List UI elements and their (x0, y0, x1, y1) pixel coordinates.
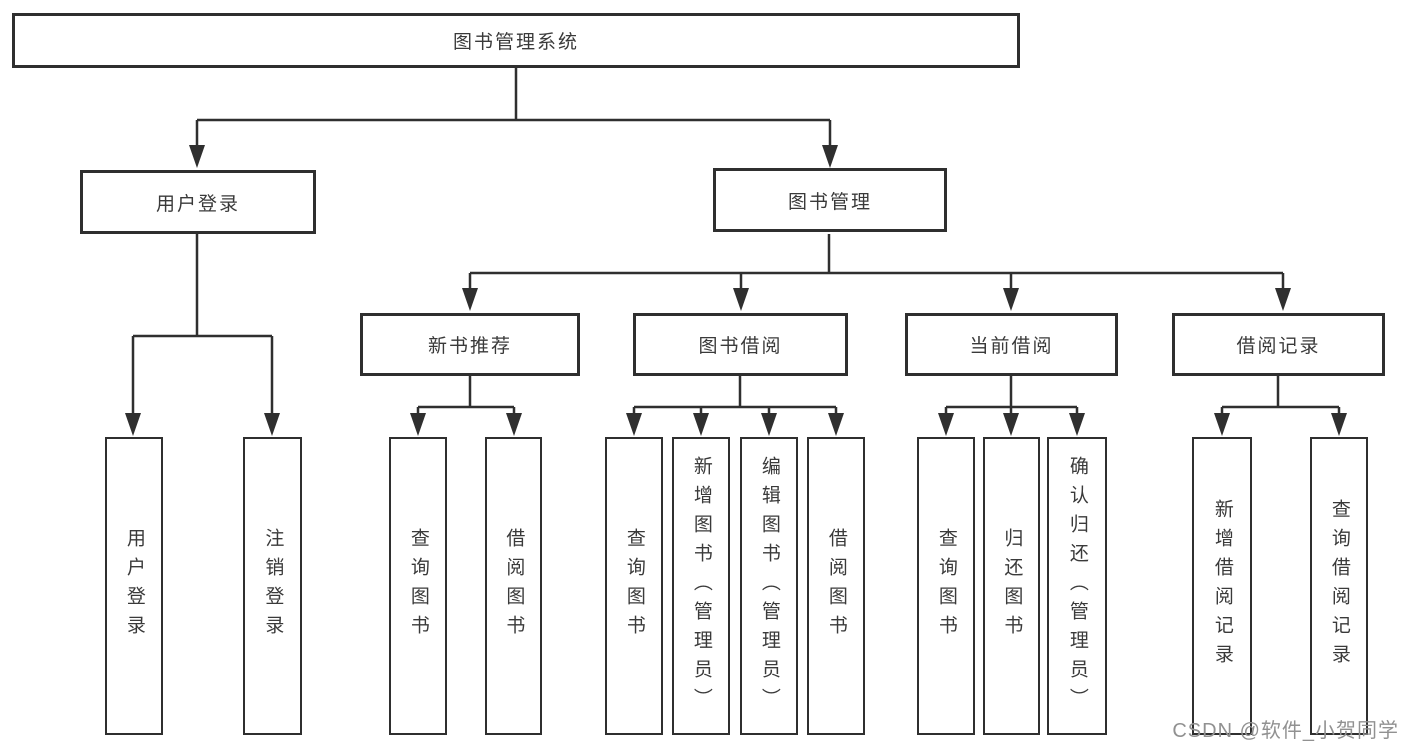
leaf-records-query-record: 查询借阅记录 (1310, 437, 1368, 735)
leaf-label: 编辑图书（管理员） (758, 455, 780, 717)
node-book-management: 图书管理 (713, 168, 947, 232)
leaf-label: 用户登录 (123, 528, 145, 644)
leaf-label: 借阅图书 (825, 528, 847, 644)
leaf-records-add-record: 新增借阅记录 (1192, 437, 1252, 735)
leaf-label: 查询借阅记录 (1328, 499, 1350, 673)
leaf-label: 注销登录 (262, 528, 284, 644)
leaf-label: 借阅图书 (503, 528, 525, 644)
leaf-label: 新增借阅记录 (1211, 499, 1233, 673)
leaf-label: 查询图书 (935, 528, 957, 644)
leaf-recommend-borrow-books: 借阅图书 (485, 437, 542, 735)
leaf-borrow-edit-books-admin: 编辑图书（管理员） (740, 437, 798, 735)
node-user-login: 用户登录 (80, 170, 316, 234)
leaf-current-query-books: 查询图书 (917, 437, 975, 735)
node-new-book-recommend: 新书推荐 (360, 313, 580, 376)
leaf-logout: 注销登录 (243, 437, 302, 735)
leaf-label: 确认归还（管理员） (1066, 455, 1088, 717)
leaf-borrow-borrow-books: 借阅图书 (807, 437, 865, 735)
node-root-library-system: 图书管理系统 (12, 13, 1020, 68)
leaf-label: 查询图书 (623, 528, 645, 644)
leaf-user-login: 用户登录 (105, 437, 163, 735)
leaf-current-confirm-return-admin: 确认归还（管理员） (1047, 437, 1107, 735)
node-book-borrow: 图书借阅 (633, 313, 848, 376)
leaf-label: 归还图书 (1001, 528, 1023, 644)
leaf-recommend-query-books: 查询图书 (389, 437, 447, 735)
leaf-borrow-query-books: 查询图书 (605, 437, 663, 735)
leaf-label: 新增图书（管理员） (690, 455, 712, 717)
leaf-borrow-add-books-admin: 新增图书（管理员） (672, 437, 730, 735)
csdn-watermark: CSDN @软件_小贺同学 (1172, 720, 1399, 742)
node-borrow-records: 借阅记录 (1172, 313, 1385, 376)
leaf-current-return-books: 归还图书 (983, 437, 1040, 735)
node-current-borrow: 当前借阅 (905, 313, 1118, 376)
leaf-label: 查询图书 (407, 528, 429, 644)
